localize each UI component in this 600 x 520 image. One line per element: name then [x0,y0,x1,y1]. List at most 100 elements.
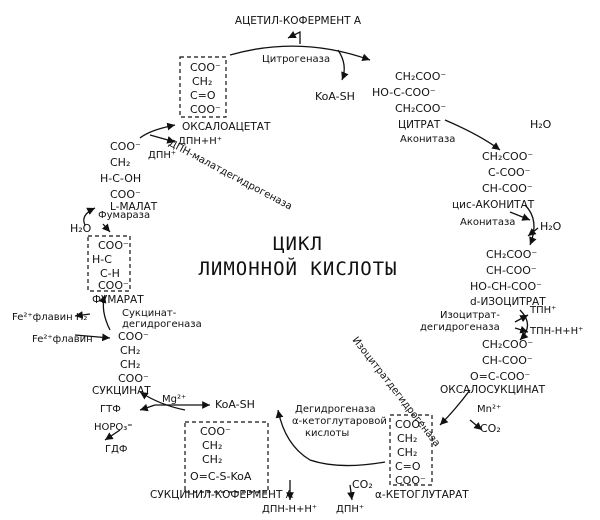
arrow-h2o-out [509,211,531,221]
fe-flavin-label: Fe²⁺флавин [32,334,93,345]
arrow-succinylcoa-succinate [139,391,186,411]
svg-text:COO⁻: COO⁻ [118,330,149,343]
oxalosuccinate-name: ОКСАЛОСУКЦИНАТ [440,384,546,396]
svg-text:CH₂COO⁻: CH₂COO⁻ [395,70,446,83]
oxaloacetate-formula: COO⁻ CH₂ C=O COO⁻ [190,61,221,116]
svg-text:C-H: C-H [100,267,120,280]
malate-dh-label: ДПН-малатдегидрогеназа [167,138,294,213]
h2o-3: H₂O [70,222,92,235]
svg-text:C-COO⁻: C-COO⁻ [488,166,531,179]
arrow-co2-out [469,419,483,431]
arrow-flavin [74,333,111,342]
citrogenase-label: Цитрогеназа [262,54,330,65]
arrow-citrate-aconitate [444,119,501,151]
isocitrate-name: d-ИЗОЦИТРАТ [470,296,546,308]
svg-text:CH₂: CH₂ [202,439,222,452]
arrow-akg-succinylcoa [275,409,386,467]
arrow-gtp [139,403,156,412]
svg-text:CH₂COO⁻: CH₂COO⁻ [395,102,446,115]
fumarate-formula: COO⁻ H-C C-H COO⁻ [92,239,129,292]
alpha-kg-name: α-КЕТОГЛУТАРАТ [375,489,469,501]
phosphate-label: НОРО₃⁼ [94,422,133,433]
svg-text:COO⁻: COO⁻ [110,188,141,201]
svg-text:CH₂COO⁻: CH₂COO⁻ [482,338,533,351]
svg-text:COO⁻: COO⁻ [190,61,221,74]
arrow-dpnh-top [149,134,176,144]
svg-text:CH₂: CH₂ [202,453,222,466]
dpn-h-top: ДПН+Н⁺ [178,136,222,147]
box-alpha-kg [389,414,433,486]
arrow-succinate-fumarate [98,294,111,331]
co2-1: CO₂ [480,422,501,435]
svg-text:HO-CH-COO⁻: HO-CH-COO⁻ [470,280,542,293]
svg-text:CH₂: CH₂ [120,344,140,357]
akg-dh-3: кислоты [305,428,349,439]
svg-text:COO⁻: COO⁻ [98,239,129,252]
svg-text:O=C-COO⁻: O=C-COO⁻ [470,370,531,383]
h2o-1: H₂O [530,118,552,131]
arrow-fumarate-malate [83,207,96,226]
svg-text:COO⁻: COO⁻ [200,425,231,438]
svg-text:C=O: C=O [190,89,216,102]
svg-text:CH₂COO⁻: CH₂COO⁻ [482,150,533,163]
succinyl-coa-name: СУКЦИНИЛ-КОФЕРМЕНТ А [150,489,294,501]
arrow-tpnh-out [514,325,529,334]
dpn-plus-top: ДПН⁺ [148,150,176,161]
fumarase-label: Фумараза [98,210,150,221]
koa-sh-bottom: KoA-SH [215,398,255,411]
box-fumarate [87,235,131,292]
arrow-malate-oxaloacetate [139,122,176,139]
aconitase-label-1: Аконитаза [400,134,455,145]
arrow-isocitrate-oxalosuccinate [519,309,529,341]
svg-text:CH-COO⁻: CH-COO⁻ [486,264,537,277]
svg-text:CH₂: CH₂ [192,75,212,88]
aconitase-label-2: Аконитаза [460,217,515,228]
svg-text:COO⁻: COO⁻ [395,418,426,431]
dpn-plus-bottom: ДПН⁺ [336,504,364,515]
svg-text:H-C: H-C [92,253,112,266]
svg-text:CH₂: CH₂ [110,156,130,169]
arrow-tpn-in [514,314,529,323]
arrow-oxalosuccinate-akg [439,389,471,426]
malate-formula: COO⁻ CH₂ H-C-OH COO⁻ [100,140,141,201]
arrow-dpn-in [347,484,355,501]
box-oxaloacetate [179,56,227,118]
svg-text:CH-COO⁻: CH-COO⁻ [482,354,533,367]
isocitrate-dh-2: дегидрогеназа [420,322,500,333]
oxalosuccinate-formula: CH₂COO⁻ CH-COO⁻ O=C-COO⁻ [470,338,533,383]
gdp-label: ГДФ [105,444,128,455]
arrow-aconitate-isocitrate [524,204,537,246]
isocitrate-dh-long: Изоцитратдегидрогеназа [350,335,442,449]
h2o-2: H₂O [540,220,562,233]
succinate-dh-2: дегидрогеназа [122,319,202,330]
svg-text:CH₂: CH₂ [397,432,417,445]
isocitrate-dh-1: Изоцитрат- [440,310,500,321]
isocitrate-formula: CH₂COO⁻ CH-COO⁻ HO-CH-COO⁻ [470,248,542,293]
cycle-title-line2: ЛИМОННОЙ КИСЛОТЫ [198,257,397,280]
oxaloacetate-name: ОКСАЛОАЦЕТАТ [182,121,271,133]
co2-2: CO₂ [352,478,373,491]
akg-dh-2: α-кетоглутаровой [292,416,387,427]
svg-text:COO⁻: COO⁻ [395,474,426,487]
succinate-formula: COO⁻ CH₂ CH₂ COO⁻ [118,330,149,385]
svg-text:C=O: C=O [395,460,421,473]
svg-text:CH₂: CH₂ [397,446,417,459]
arrow-koa-release [337,49,349,81]
svg-text:COO⁻: COO⁻ [98,279,129,292]
arrow-h2o-fumarase [101,223,111,233]
svg-text:CH₂: CH₂ [120,358,140,371]
svg-text:HO-C-COO⁻: HO-C-COO⁻ [372,86,436,99]
succinyl-coa-formula: COO⁻ CH₂ CH₂ O=C-S-KoA [190,425,252,483]
cycle-title-line1: ЦИКЛ [273,233,323,255]
tpn-h-label: ТПН-Н+Н⁺ [529,326,583,337]
koa-sh-top: KoA-SH [315,90,355,103]
mg-label: Mg²⁺ [162,394,186,405]
mn-label: Mn²⁺ [477,404,501,415]
succinate-name: СУКЦИНАТ [92,385,151,397]
citrate-formula: CH₂COO⁻ HO-C-COO⁻ CH₂COO⁻ [372,70,446,115]
malate-name: L-МАЛАТ [110,201,158,213]
citrate-name: ЦИТРАТ [398,119,441,131]
tpn-label: ТПН⁺ [529,305,556,316]
